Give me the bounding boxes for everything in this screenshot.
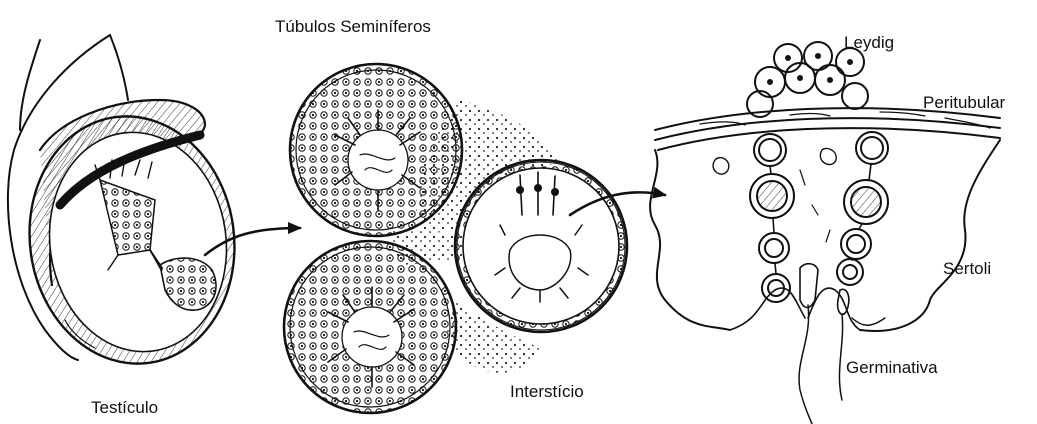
label-intersticio: Interstício <box>510 382 584 402</box>
label-germinativa: Germinativa <box>846 358 938 378</box>
label-tubulos: Túbulos Seminíferos <box>275 17 431 37</box>
testicle-drawing <box>8 35 250 377</box>
tubules-drawing <box>284 64 627 413</box>
label-testiculo: Testículo <box>91 398 158 418</box>
label-peritubular: Peritubular <box>923 93 1005 113</box>
label-sertoli: Sertoli <box>943 259 991 279</box>
label-leydig: Leydig <box>844 33 894 53</box>
